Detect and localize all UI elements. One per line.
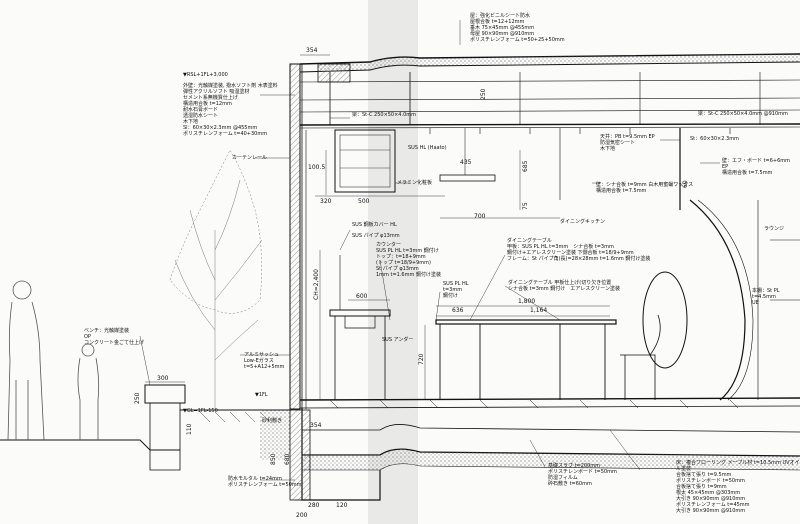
dim-280: 280 (308, 502, 320, 509)
tree-illustration (169, 149, 263, 410)
dim-354-top: 354 (306, 47, 318, 54)
dim-75: 75 (522, 202, 529, 210)
ground-and-bench (0, 384, 290, 471)
note-sus-hl-haato: SUS HL (Haato) (408, 145, 447, 151)
note-wall-lacquer: 壁：シナ合板 t=9mm 白木用蜜蝋ワックス構造用合板 t=7.5mm (596, 182, 694, 194)
note-curtain-rail: カーテンレール (232, 155, 268, 161)
dim-300: 300 (157, 375, 169, 382)
dim-850: 850 (270, 453, 277, 465)
rsl-level: ▼RSL+1FL+3,000 (183, 72, 228, 78)
exterior-wall (289, 63, 307, 410)
note-st-column: St：60×30×2.3mm (690, 136, 739, 142)
dim-354-bottom: 354 (310, 422, 322, 429)
roof-structure (299, 53, 800, 129)
note-sus-cover: SUS 鋼板カバー HL (352, 222, 397, 228)
ceiling-hangers (429, 128, 731, 210)
ground-level: ▼GL=1FL-150 (183, 408, 218, 414)
wall-cabinet (334, 129, 396, 193)
pendant-light (439, 128, 496, 182)
dim-200: 200 (296, 512, 308, 519)
curved-partition (642, 199, 800, 401)
note-gravel: 砂利敷き (262, 418, 283, 424)
note-dining-table-2: ダイニングテーブル 甲板仕上げ(切り欠き位置シナ合板 t=3mm 鋼付け エアレ… (508, 280, 621, 292)
room-label-lounge: ラウンジ (764, 226, 785, 232)
dim-600: 600 (356, 293, 368, 300)
dim-685: 685 (522, 160, 529, 172)
dim-ch-2400: CH=2,400 (313, 269, 320, 300)
people-silhouette (7, 280, 100, 441)
dining-table (435, 314, 661, 400)
leader-lines (139, 20, 720, 481)
note-floor: 床：複合フローリング メープル材 t=10.5mm UVオイル塗装合板捨て張り … (676, 460, 800, 514)
dim-60: 60 (682, 180, 689, 188)
note-sus-under: SUS アンダー (382, 337, 414, 343)
note-sus-pipe: SUS パイプ φ13mm (352, 233, 400, 239)
dim-250-roof: 250 (480, 88, 487, 100)
dim-320: 320 (320, 198, 332, 205)
note-steel-beam: 梁：St-C 250×50×4.0mm (352, 112, 416, 118)
dim-435: 435 (460, 159, 472, 166)
note-steel-beam-2: 梁：St-C 250×50×4.0mm @910mm (698, 111, 788, 117)
dim-500: 500 (358, 198, 370, 205)
dim-1800: 1,800 (518, 298, 536, 305)
dim-720: 720 (418, 353, 425, 365)
dim-250-bench: 250 (134, 392, 141, 404)
floor-structure (289, 397, 800, 501)
room-label-dining-kitchen: ダイニングキッチン (560, 219, 606, 225)
dim-700: 700 (474, 213, 486, 220)
dimension-lines (145, 54, 610, 501)
note-exterior-wall: 外壁：光触媒塗装, 撥水ソフト剤 木表塗料弾性アクリルソフト 吸湿塗材セメント系… (183, 83, 278, 137)
note-melamine: メラミン化粧板 (397, 180, 433, 186)
dim-100-5: 100.5 (308, 164, 326, 171)
kitchen-counter (329, 255, 391, 400)
dim-110: 110 (186, 423, 193, 435)
floor-level: ▼1FL (255, 392, 268, 398)
dim-1164: 1,164 (530, 307, 548, 314)
dim-636: 636 (452, 307, 464, 314)
dim-680: 680 (284, 453, 291, 465)
dim-120: 120 (336, 502, 348, 509)
